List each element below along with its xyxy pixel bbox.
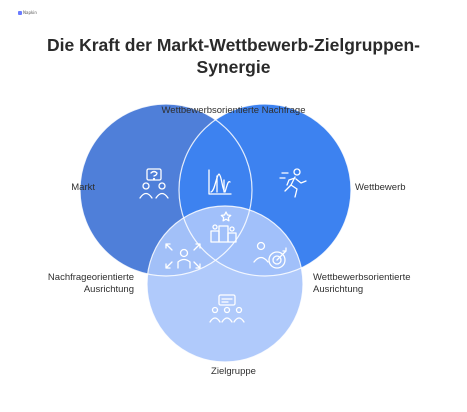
label-markt-zielgruppe-line-2: Ausrichtung (83, 284, 134, 295)
circle-zielgruppe (147, 206, 303, 362)
label-wettbewerb-zielgruppe: Wettbewerbsorientierte Ausrichtung (313, 272, 411, 296)
label-markt-wettbewerb: Wettbewerbsorientierte Nachfrage (161, 105, 306, 116)
distribution-chart-icon (208, 169, 232, 195)
label-markt: Markt (71, 182, 95, 193)
logo-mark-icon (18, 10, 22, 15)
label-wettbewerb-zielgruppe-line-2: Ausrichtung (313, 284, 364, 295)
label-markt-zielgruppe-line-1: Nachfrageorientierte (47, 272, 134, 283)
group-presentation-icon (209, 294, 245, 323)
brand-logo: Napkin (18, 10, 37, 15)
runner-finish-icon (279, 168, 307, 198)
logo-text: Napkin (23, 10, 37, 15)
title-line-2: Synergie (196, 57, 271, 77)
circle-outlines (79, 103, 352, 363)
podium-star-icon (210, 211, 237, 243)
label-zielgruppe: Zielgruppe (211, 366, 256, 377)
label-markt-zielgruppe: Nachfrageorientierte Ausrichtung (48, 272, 134, 296)
person-expand-icon (165, 243, 201, 269)
people-question-icon (139, 168, 169, 199)
label-wettbewerb-zielgruppe-line-1: Wettbewerbsorientierte (313, 272, 411, 283)
title-line-1: Die Kraft der Markt-Wettbewerb-Zielgrupp… (46, 35, 421, 55)
person-target-icon (253, 241, 287, 269)
diagram-title: Die Kraft der Markt-Wettbewerb-Zielgrupp… (0, 34, 467, 78)
label-wettbewerb: Wettbewerb (355, 182, 406, 193)
